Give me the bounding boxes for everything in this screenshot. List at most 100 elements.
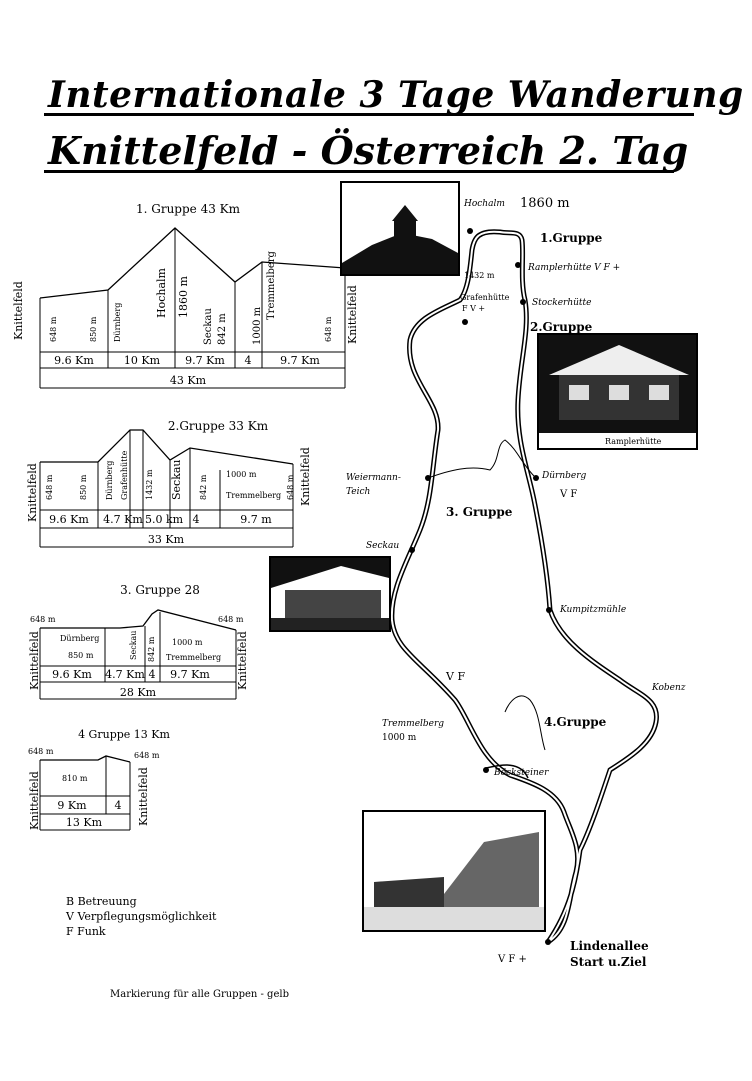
profile-label: 1000 m bbox=[252, 306, 263, 345]
profile-label: 648 m bbox=[134, 751, 160, 760]
profile-label: 1432 m bbox=[145, 469, 154, 500]
segment-distance: 4 bbox=[245, 354, 252, 367]
profile-label: 810 m bbox=[62, 774, 88, 783]
map-label: Ramplerhütte V F + bbox=[527, 263, 620, 273]
map-label: Weiermann- bbox=[346, 473, 401, 483]
total-distance: 43 Km bbox=[170, 374, 207, 387]
segment-distance: 4 bbox=[115, 799, 122, 812]
map-label: Tremmelberg bbox=[382, 719, 444, 729]
legend-funk: F Funk bbox=[66, 925, 106, 938]
profile-frame bbox=[39, 756, 131, 831]
profile-label: Knittelfeld bbox=[346, 285, 359, 344]
profile-title: 3. Gruppe 28 bbox=[120, 583, 200, 597]
map-label: V F bbox=[559, 489, 577, 500]
profile-label: 648 m bbox=[218, 615, 244, 624]
total-distance: 33 Km bbox=[148, 533, 185, 546]
title-line-1: Internationale 3 Tage Wanderung bbox=[48, 74, 744, 116]
title-underline-1 bbox=[44, 113, 694, 116]
profile-label: Seckau bbox=[203, 308, 214, 345]
route-inner bbox=[390, 230, 658, 943]
map-label: 2.Gruppe bbox=[530, 320, 593, 334]
profile-gruppe-4: 4 Gruppe 13 Km 648 m Knittelfeld 810 m 6… bbox=[28, 728, 170, 831]
segment-distance: 9.7 m bbox=[240, 513, 272, 526]
profile-label: 850 m bbox=[79, 474, 88, 500]
profile-label: Knittelfeld bbox=[26, 463, 39, 522]
segment-distance: 9 Km bbox=[57, 799, 87, 812]
map-label: Kobenz bbox=[651, 683, 686, 693]
map-label: Kumpitzmühle bbox=[559, 605, 626, 615]
legend-verpflegung: V Verpflegungsmöglichkeit bbox=[66, 910, 217, 923]
elevation-line bbox=[40, 755, 131, 763]
profile-label: Tremmelberg bbox=[166, 653, 221, 662]
segment-distance: 9.6 Km bbox=[49, 513, 89, 526]
profile-label: 850 m bbox=[68, 651, 94, 660]
waypoint-kumpitzmuehle bbox=[546, 607, 552, 613]
map-label: Grafenhütte bbox=[460, 293, 510, 302]
profile-label: 850 m bbox=[89, 316, 98, 342]
group-3-shortcut bbox=[427, 439, 537, 479]
segment-distance: 10 Km bbox=[124, 354, 161, 367]
profile-label: 648 m bbox=[30, 615, 56, 624]
map-label: Teich bbox=[346, 487, 370, 497]
segment-distance: 4 bbox=[193, 513, 200, 526]
map-label: Seckau bbox=[366, 541, 399, 551]
profile-gruppe-2: 2.Gruppe 33 Km Knittelfeld 648 m 850 m D… bbox=[26, 419, 312, 548]
photo-seckau bbox=[269, 556, 391, 632]
map-label: V F bbox=[445, 670, 465, 683]
segment-distance: 4.7 Km bbox=[105, 668, 145, 681]
profile-label: 842 m bbox=[147, 636, 156, 662]
waypoint-duernberg bbox=[533, 475, 539, 481]
profile-label: Grafenhütte bbox=[120, 450, 129, 500]
profile-label: Dürnberg bbox=[113, 303, 122, 342]
segment-distance: 4.7 Km bbox=[103, 513, 143, 526]
elevation-line bbox=[40, 429, 294, 465]
profile-gruppe-1: 1. Gruppe 43 Km Knittelfeld 648 m 850 m … bbox=[12, 202, 359, 389]
map-label: 1860 m bbox=[520, 196, 570, 211]
photo-start-ziel bbox=[362, 810, 546, 932]
photo-ramplerhuette-art: Ramplerhütte bbox=[539, 335, 696, 448]
legend-betreuung: B Betreuung bbox=[66, 895, 137, 908]
waypoint-hochalm bbox=[467, 228, 473, 234]
map-label: V F + bbox=[497, 954, 527, 965]
profile-label: Tremmelberg bbox=[226, 491, 281, 500]
title-underline-2 bbox=[44, 170, 674, 173]
profile-frame bbox=[39, 228, 346, 389]
map-label: F V + bbox=[462, 304, 485, 313]
elevation-line bbox=[39, 227, 346, 299]
map-label: Böcksteiner bbox=[493, 768, 549, 778]
photo-start-ziel-art bbox=[364, 812, 544, 930]
profile-label: 648 m bbox=[45, 474, 54, 500]
profile-title: 1. Gruppe 43 Km bbox=[136, 202, 241, 216]
photo-hochalm bbox=[340, 181, 460, 276]
waypoint-ramplerhuette bbox=[515, 262, 521, 268]
segment-distance: 9.7 Km bbox=[170, 668, 210, 681]
map-label: 1432 m bbox=[464, 271, 495, 280]
segment-distance: 4 bbox=[149, 668, 156, 681]
photo-ramplerhuette: Ramplerhütte bbox=[537, 333, 698, 450]
profile-label: Knittelfeld bbox=[137, 767, 150, 826]
segment-distance: 9.6 Km bbox=[54, 354, 94, 367]
total-distance: 13 Km bbox=[66, 816, 103, 829]
profile-label: 1000 m bbox=[226, 470, 257, 479]
route-map: Hochalm 1860 m 1.Gruppe Ramplerhütte V F… bbox=[346, 196, 686, 969]
profile-label: Knittelfeld bbox=[236, 631, 249, 690]
photo-hochalm-art bbox=[342, 183, 458, 274]
total-distance: 28 Km bbox=[120, 686, 157, 699]
map-label: 4.Gruppe bbox=[544, 715, 607, 729]
waypoint-seckau bbox=[409, 547, 415, 553]
photo-seckau-art bbox=[271, 558, 389, 630]
profile-label: Knittelfeld bbox=[28, 631, 41, 690]
map-label: Stockerhütte bbox=[532, 298, 591, 308]
waypoint-lindenallee bbox=[545, 939, 551, 945]
profile-label: Seckau bbox=[170, 459, 183, 500]
map-label: Hochalm bbox=[463, 199, 505, 209]
map-label: Start u.Ziel bbox=[570, 955, 647, 969]
profile-label: Knittelfeld bbox=[12, 281, 25, 340]
profile-label: 1000 m bbox=[172, 638, 203, 647]
waypoint-weiermann bbox=[425, 475, 431, 481]
profile-label: Seckau bbox=[129, 631, 138, 660]
segment-distance: 9.7 Km bbox=[280, 354, 320, 367]
title-line-2: Knittelfeld - Österreich 2. Tag bbox=[48, 128, 689, 173]
profile-label: Dürnberg bbox=[60, 634, 99, 643]
